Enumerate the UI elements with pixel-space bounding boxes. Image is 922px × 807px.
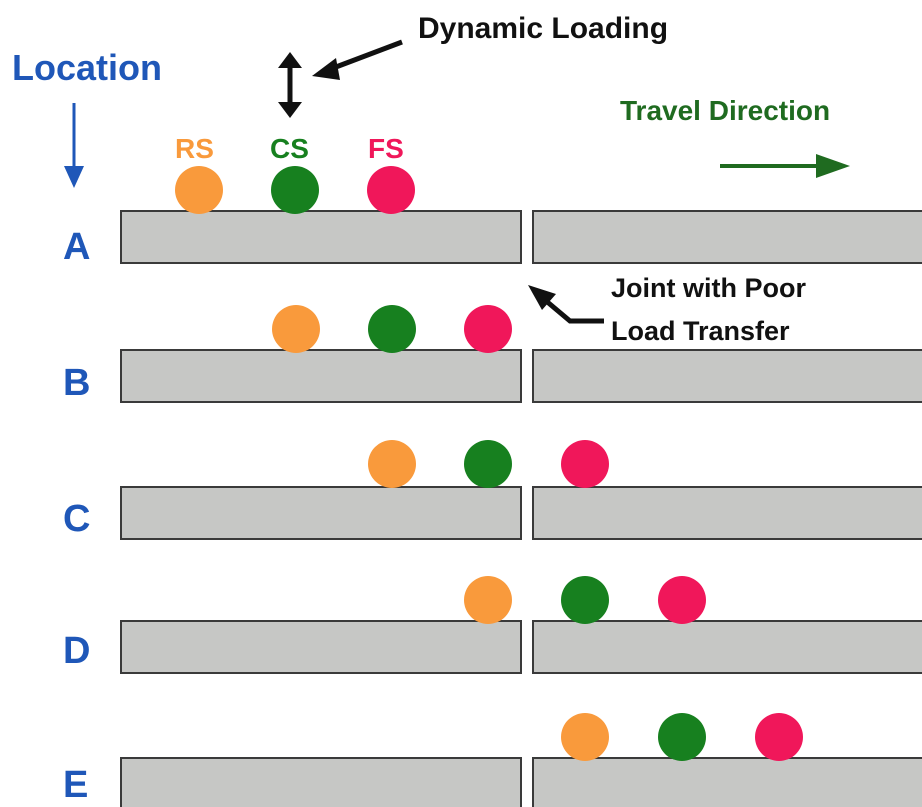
slab-row-a [120,210,922,264]
wheel-cs-row-a [271,166,319,214]
location-label: Location [12,47,162,88]
row-label-d: D [63,630,91,672]
row-label-b: B [63,362,91,404]
wheel-cs-row-e [658,713,706,761]
dynamic-loading-label: Dynamic Loading [418,12,669,45]
travel-direction-label: Travel Direction [620,95,831,126]
slab-row-c [120,486,922,540]
wheel-rs-row-c [368,440,416,488]
row-label-c: C [63,498,91,540]
wheel-fs-row-a [367,166,415,214]
wheel-label-cs: CS [270,133,309,164]
wheel-cs-row-b [368,305,416,353]
wheel-fs-row-b [464,305,512,353]
wheel-label-rs: RS [175,133,214,164]
joint-label-line1: Joint with Poor [611,273,806,303]
wheel-cs-row-d [561,576,609,624]
slab-row-d [120,620,922,674]
wheel-rs-row-a [175,166,223,214]
slab-row-e [120,757,922,807]
wheel-cs-row-c [464,440,512,488]
travel-direction-arrow-icon [720,154,850,178]
row-label-e: E [63,764,89,806]
dynamic-loading-double-arrow-icon [278,52,302,118]
joint-label-line2: Load Transfer [611,316,790,346]
wheel-fs-row-c [561,440,609,488]
joint-pointer-arrow-icon [528,285,604,324]
wheel-rs-row-e [561,713,609,761]
location-down-arrow-icon [64,103,84,188]
wheel-rs-row-b [272,305,320,353]
slab-row-b [120,349,922,403]
wheel-fs-row-d [658,576,706,624]
wheel-rs-row-d [464,576,512,624]
row-label-a: A [63,226,91,268]
wheel-label-fs: FS [368,133,404,164]
wheel-fs-row-e [755,713,803,761]
dynamic-loading-pointer-arrow [312,39,403,80]
